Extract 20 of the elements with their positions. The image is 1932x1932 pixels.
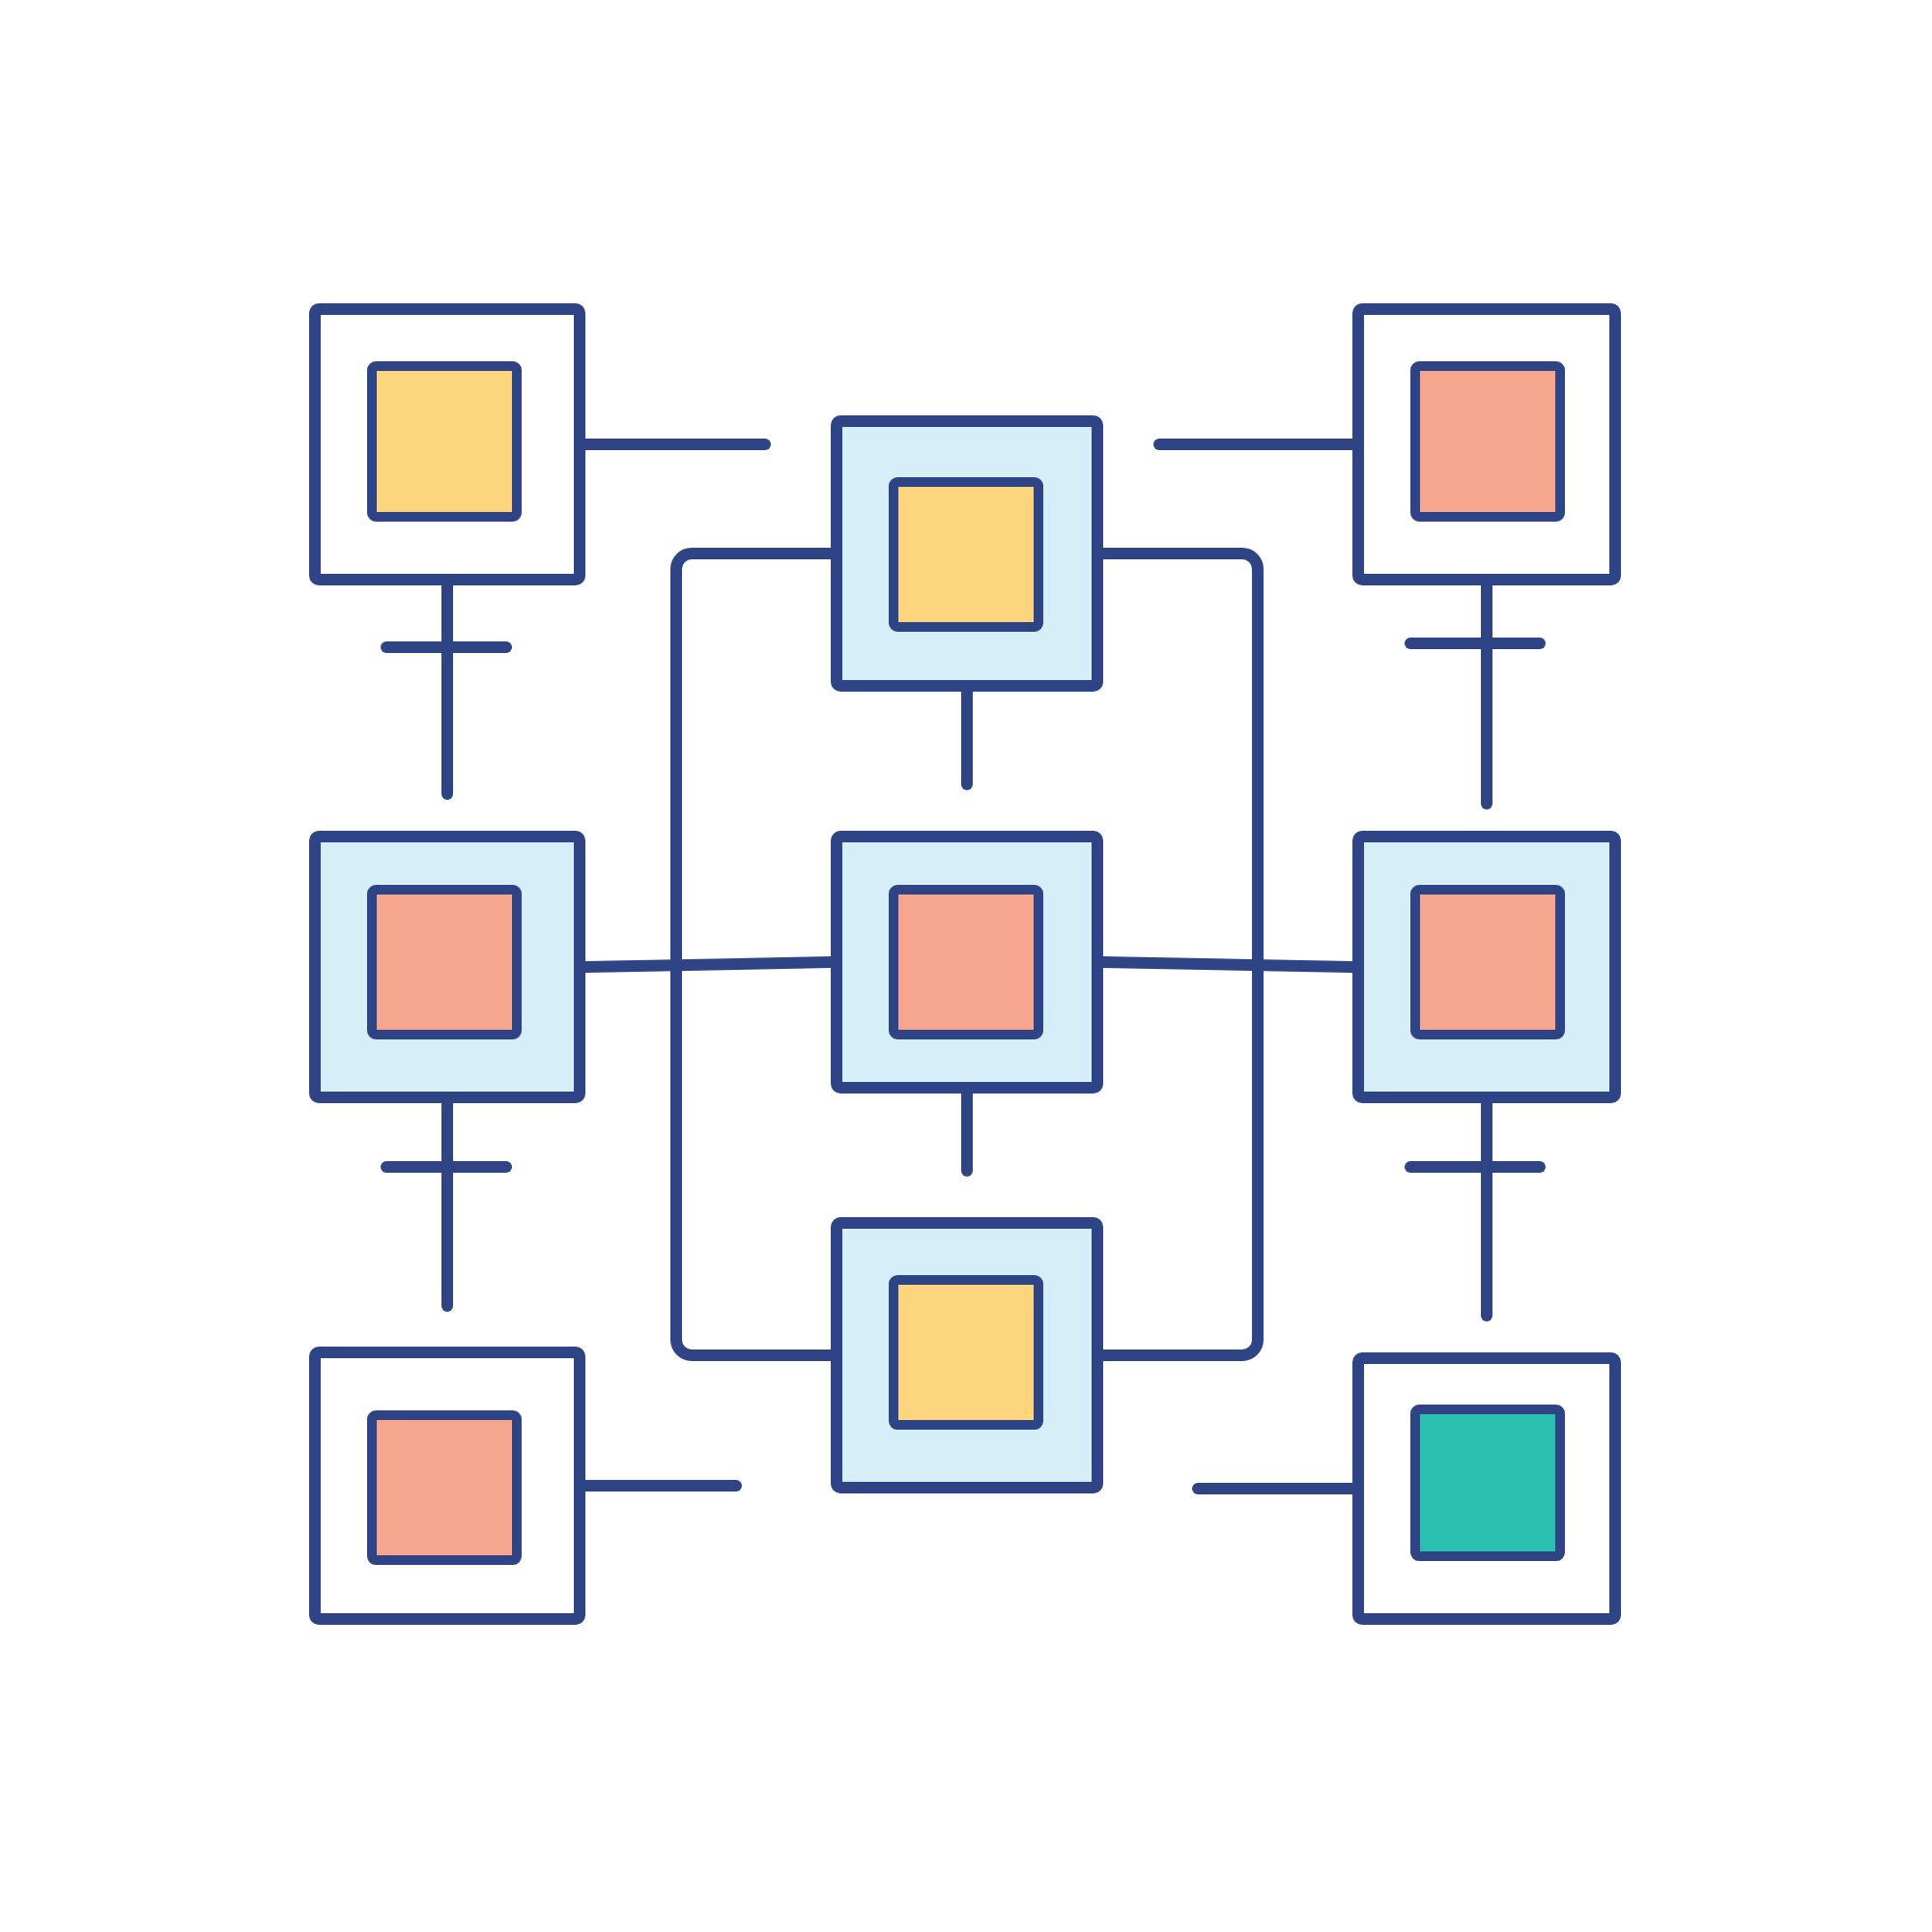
connector-line xyxy=(1405,580,1546,810)
connector-line xyxy=(580,1480,742,1492)
inner-square xyxy=(367,885,522,1039)
connector-line xyxy=(670,548,837,1361)
connector-line xyxy=(1097,548,1264,1361)
inner-square xyxy=(1410,885,1565,1039)
connector-line xyxy=(381,1097,512,1312)
inner-square xyxy=(1410,361,1565,522)
inner-square xyxy=(889,1275,1043,1430)
inner-square xyxy=(367,1410,522,1565)
inner-square xyxy=(367,361,522,522)
connector-line xyxy=(1405,1097,1546,1321)
inner-square xyxy=(889,885,1043,1039)
connector-line xyxy=(580,439,771,450)
connector-line xyxy=(961,1088,973,1177)
connector-line xyxy=(961,686,973,790)
inner-square xyxy=(1410,1405,1565,1561)
connector-line xyxy=(381,580,512,800)
inner-square xyxy=(889,477,1043,632)
connector-line xyxy=(580,956,837,973)
